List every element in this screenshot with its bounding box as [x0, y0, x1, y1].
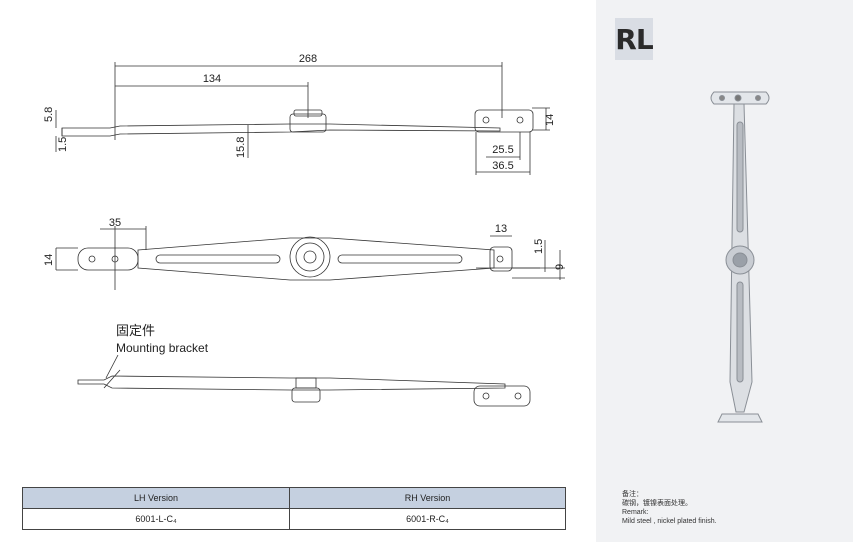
remark-title-en: Remark: [622, 509, 649, 516]
product-panel [596, 0, 853, 542]
dim-5-8: 5.8 [43, 107, 55, 122]
table-row: 6001-L-C₄ 6001-R-C₄ [21, 508, 566, 530]
remark-title-cn: 备注： [622, 491, 643, 498]
header-rh: RH Version [289, 487, 566, 509]
mounting-label-cn: 固定件 [116, 323, 156, 338]
dim-1-5-left: 1.5 [57, 137, 69, 152]
remark-text-en: Mild steel , nickel plated finish. [622, 518, 717, 525]
arm-top [61, 123, 501, 137]
product-photo [710, 91, 770, 423]
dim-14-top: 14 [544, 114, 556, 126]
right-bracket-lower [473, 385, 531, 407]
dim-134: 134 [203, 73, 221, 85]
dim-14-side: 14 [43, 254, 55, 266]
cell-rh-part: 6001-R-C₄ [289, 508, 566, 530]
dim-35: 35 [109, 217, 121, 229]
model-badge: RL [615, 18, 654, 60]
remarks: 备注： 碳钢，镀镍表面处理。 Remark: Mild steel , nick… [622, 490, 717, 526]
mounting-label-en: Mounting bracket [116, 341, 209, 355]
dim-15-8: 15.8 [235, 137, 247, 158]
dim-268: 268 [299, 53, 317, 65]
technical-drawing: 268 134 5.8 1.5 15.8 14 25.5 36.5 35 14 … [43, 53, 566, 407]
pivot-side [289, 236, 331, 278]
cell-lh-part: 6001-L-C₄ [21, 508, 291, 530]
pivot-top [289, 113, 327, 133]
dim-13: 13 [495, 223, 507, 235]
dim-25-5: 25.5 [492, 144, 513, 156]
table-header-row: LH Version RH Version [21, 487, 566, 509]
dim-1-5-right: 1.5 [533, 239, 545, 254]
remark-text-cn: 碳钢，镀镍表面处理。 [622, 500, 692, 507]
left-bracket-side [77, 247, 139, 271]
right-bracket-top [474, 109, 534, 133]
leader-line [105, 354, 119, 379]
header-lh: LH Version [21, 487, 291, 509]
arm-lower [77, 375, 506, 391]
right-bracket-side [489, 246, 513, 272]
version-table: LH Version RH Version 6001-L-C₄ 6001-R-C… [21, 487, 566, 530]
dim-36-5: 36.5 [492, 160, 513, 172]
dim-9: 9 [554, 264, 566, 270]
